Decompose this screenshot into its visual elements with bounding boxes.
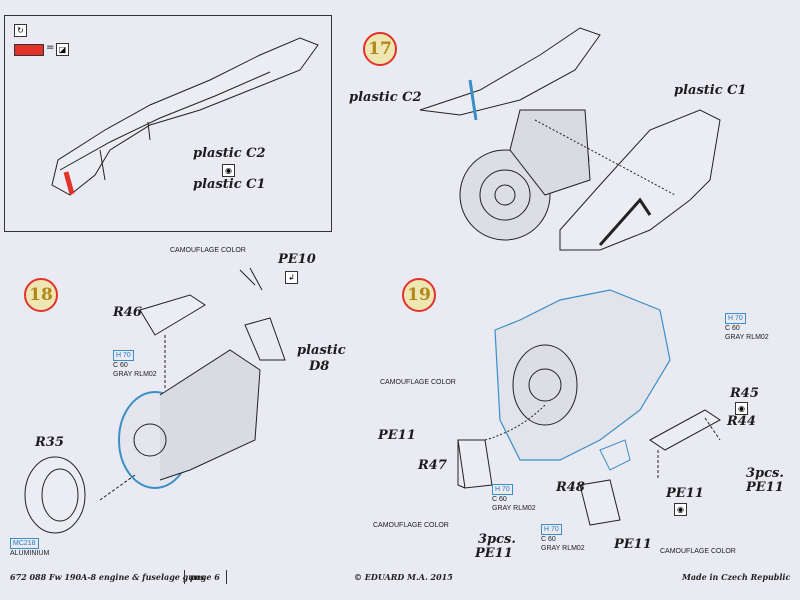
label-3pcs-right-b: PE11 [746, 480, 784, 495]
paint-c: C 60 [492, 496, 507, 503]
footer-bar: 672 088 Fw 190A-8 engine & fuselage guns… [6, 570, 794, 586]
label-camouflage-18: CAMOUFLAGE COLOR [170, 247, 246, 254]
paint-code: H 70 [541, 524, 562, 535]
label-r47: R47 [418, 458, 447, 473]
footer-page: page 6 [190, 572, 220, 582]
paint-code: H 70 [492, 484, 513, 495]
paint-mc218: MC218 ALUMINIUM [10, 538, 49, 558]
label-r46: R46 [113, 305, 142, 320]
paint-name: GRAY RLM02 [492, 505, 536, 512]
paint-name: GRAY RLM02 [113, 371, 157, 378]
r45-cut-icon: ◉ [735, 402, 748, 415]
refresh-icon: ↻ [14, 24, 27, 37]
paint-c: C 60 [113, 362, 128, 369]
step17-assembly [419, 27, 721, 251]
label-camouflage-19-left: CAMOUFLAGE COLOR [380, 379, 456, 386]
paint-18: H 70 C 60 GRAY RLM02 [113, 350, 157, 379]
label-camouflage-19-bottom-right: CAMOUFLAGE COLOR [660, 548, 736, 555]
red-color-swatch [14, 44, 44, 56]
paint-19b: H 70 C 60 GRAY RLM02 [541, 524, 585, 553]
label-aluminium: ALUMINIUM [10, 550, 50, 557]
label-r45: R45 [730, 386, 759, 401]
step18-assembly [24, 267, 286, 534]
pe11-cut-icon: ◉ [674, 503, 687, 516]
label-camouflage-19-bottom-left: CAMOUFLAGE COLOR [373, 522, 449, 529]
label-plastic-d8-a: plastic [297, 343, 346, 358]
paint-c: C 60 [725, 325, 740, 332]
paint-code: H 70 [725, 313, 746, 324]
label-pe11-bottom: PE11 [614, 537, 652, 552]
label-plastic-d8-b: D8 [309, 359, 330, 374]
label-pe10: PE10 [278, 252, 316, 267]
label-r48: R48 [556, 480, 585, 495]
paint-name: GRAY RLM02 [725, 334, 769, 341]
paint-c: C 60 [541, 536, 556, 543]
label-plastic-c2-inset: plastic C2 [193, 146, 266, 161]
label-r44: R44 [727, 414, 756, 429]
label-plastic-c1: plastic C1 [674, 83, 747, 98]
inset-box [4, 15, 332, 232]
equals-sign: = [46, 42, 55, 53]
label-pe11-left: PE11 [378, 428, 416, 443]
label-pe11-mid: PE11 [666, 486, 704, 501]
cut-icon: ◪ [56, 43, 69, 56]
paint-name: GRAY RLM02 [541, 545, 585, 552]
label-3pcs-right-a: 3pcs. [746, 466, 784, 481]
inset-fuselage-drawing [51, 37, 319, 196]
label-plastic-c1-inset: plastic C1 [193, 177, 266, 192]
label-plastic-c2: plastic C2 [349, 90, 422, 105]
label-3pcs-a: 3pcs. [478, 532, 516, 547]
step-19-number: 19 [402, 278, 436, 312]
footer-copyright: © EDUARD M.A. 2015 [354, 572, 453, 582]
paint-code-mc218: MC218 [10, 538, 39, 549]
step-17-number: 17 [363, 32, 397, 66]
label-r35: R35 [35, 435, 64, 450]
footer-product: 672 088 Fw 190A-8 engine & fuselage guns [10, 572, 205, 582]
pe10-fold-icon: ↲ [285, 271, 298, 284]
paint-19c: H 70 C 60 GRAY RLM02 [725, 313, 769, 342]
step19-assembly [457, 289, 721, 526]
paint-code: H 70 [113, 350, 134, 361]
step-18-number: 18 [24, 278, 58, 312]
footer-made-in: Made in Czech Republic [682, 572, 791, 582]
paint-19a: H 70 C 60 GRAY RLM02 [492, 484, 536, 513]
cut-icon-c2: ◉ [222, 164, 235, 177]
label-3pcs-b: PE11 [475, 546, 513, 561]
